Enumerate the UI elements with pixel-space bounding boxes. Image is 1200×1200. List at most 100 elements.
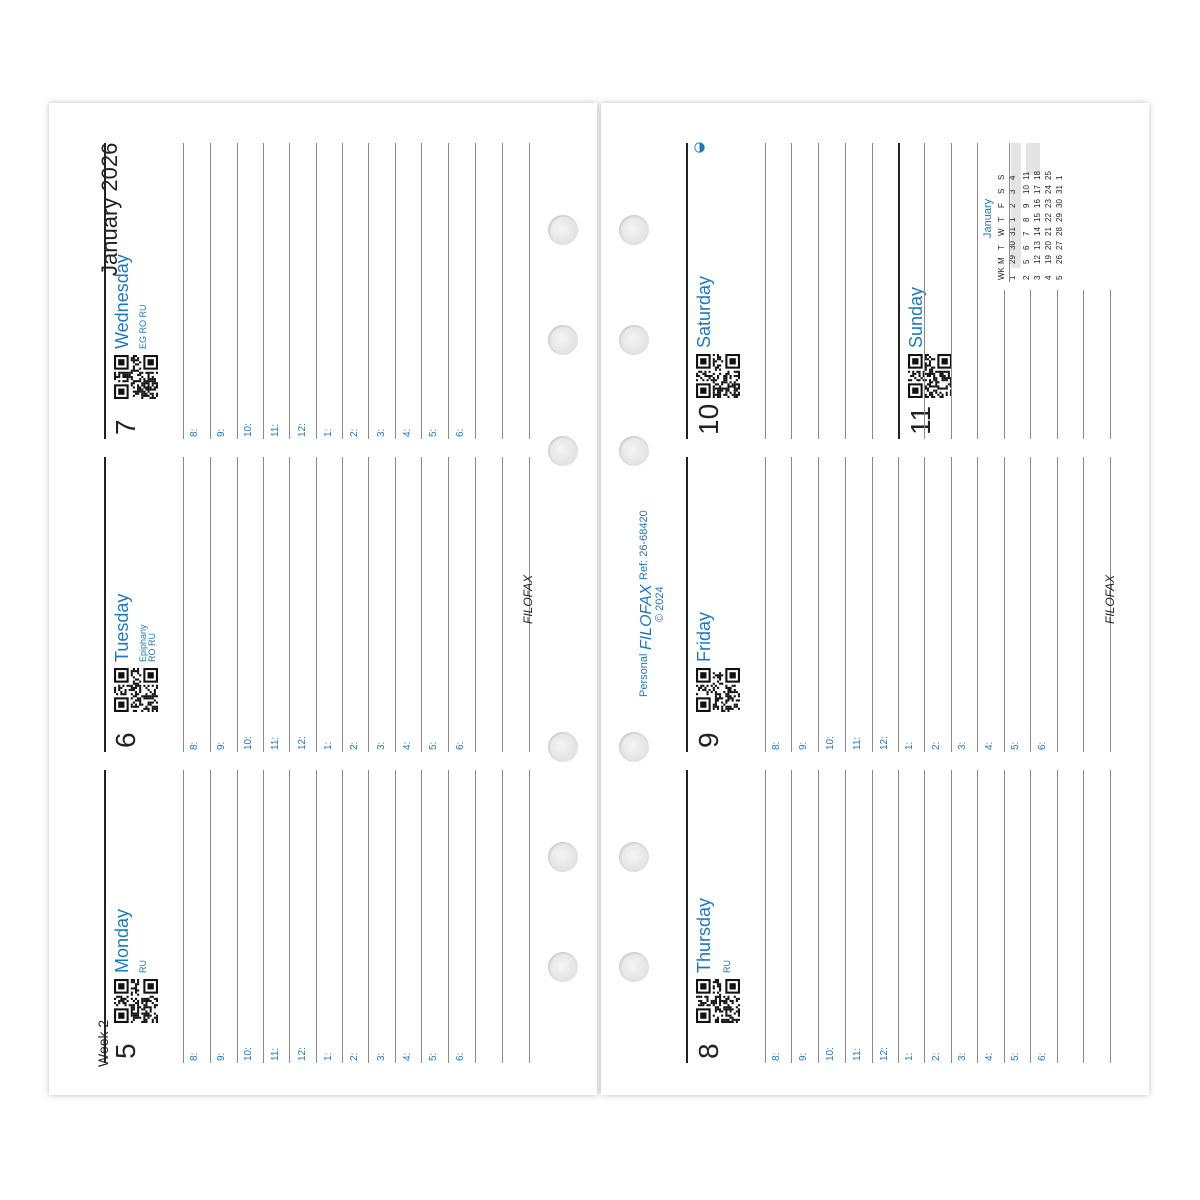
- hour-label[interactable]: 4:: [402, 741, 413, 750]
- hour-label[interactable]: 12:: [297, 423, 308, 437]
- hour-label[interactable]: 3:: [376, 741, 387, 750]
- hour-label[interactable]: 11:: [270, 736, 281, 750]
- hour-label[interactable]: 12:: [879, 1047, 890, 1061]
- hour-label[interactable]: 12:: [879, 736, 890, 750]
- hour-label[interactable]: 9:: [216, 741, 227, 750]
- mini-calendar-cell[interactable]: 19: [1044, 255, 1053, 264]
- write-line: [1057, 457, 1058, 752]
- hour-label[interactable]: 8:: [189, 741, 200, 750]
- mini-calendar-cell[interactable]: 16: [1033, 199, 1042, 208]
- mini-calendar-cell[interactable]: 12: [1033, 255, 1042, 264]
- mini-calendar-cell[interactable]: 3: [1008, 189, 1017, 194]
- mini-calendar-cell[interactable]: 20: [1044, 241, 1053, 250]
- hour-label[interactable]: 2:: [349, 428, 360, 437]
- hour-label[interactable]: 8:: [771, 741, 782, 750]
- mini-calendar-cell[interactable]: 27: [1055, 241, 1064, 250]
- punch-hole: [619, 732, 649, 762]
- hour-label[interactable]: 4:: [402, 428, 413, 437]
- mini-calendar-cell[interactable]: 1: [1008, 275, 1017, 280]
- hour-label[interactable]: 8:: [771, 1052, 782, 1061]
- mini-calendar-cell[interactable]: 31: [1008, 227, 1017, 236]
- mini-calendar-cell[interactable]: 21: [1044, 227, 1053, 236]
- filofax-footer-logo: FILOFAX: [1103, 574, 1117, 624]
- hour-label[interactable]: 11:: [852, 736, 863, 750]
- mini-calendar-cell[interactable]: 4: [1008, 175, 1017, 180]
- mini-calendar-cell[interactable]: 26: [1055, 255, 1064, 264]
- mini-calendar-cell[interactable]: 4: [1044, 275, 1053, 280]
- hour-label[interactable]: 9:: [216, 428, 227, 437]
- mini-calendar-cell[interactable]: 11: [1022, 171, 1031, 180]
- mini-calendar-cell[interactable]: 6: [1022, 245, 1031, 250]
- hour-label[interactable]: 3:: [376, 1052, 387, 1061]
- hour-label[interactable]: 3:: [376, 428, 387, 437]
- hour-label[interactable]: 10:: [825, 736, 836, 750]
- mini-calendar-cell[interactable]: 9: [1022, 203, 1031, 208]
- hour-label[interactable]: 8:: [189, 1052, 200, 1061]
- mini-calendar-cell[interactable]: 7: [1022, 231, 1031, 236]
- mini-calendar-cell[interactable]: 24: [1044, 185, 1053, 194]
- mini-calendar-cell[interactable]: 23: [1044, 199, 1053, 208]
- hour-label[interactable]: 11:: [270, 423, 281, 437]
- hour-label[interactable]: 5:: [428, 741, 439, 750]
- mini-calendar-cell[interactable]: 1: [1055, 175, 1064, 180]
- hour-label[interactable]: 1:: [323, 1052, 334, 1061]
- hour-label[interactable]: 5:: [1010, 741, 1021, 750]
- hour-label[interactable]: 5:: [428, 428, 439, 437]
- mini-calendar-cell[interactable]: 28: [1055, 227, 1064, 236]
- hour-label[interactable]: 6:: [455, 741, 466, 750]
- write-line: [475, 143, 476, 439]
- mini-calendar-cell[interactable]: 14: [1033, 227, 1042, 236]
- mini-calendar-cell[interactable]: 22: [1044, 213, 1053, 222]
- mini-calendar-cell[interactable]: 15: [1033, 213, 1042, 222]
- hour-label[interactable]: 8:: [189, 428, 200, 437]
- mini-calendar-cell[interactable]: 30: [1055, 199, 1064, 208]
- hour-label[interactable]: 2:: [349, 1052, 360, 1061]
- hour-label[interactable]: 10:: [243, 423, 254, 437]
- mini-calendar-cell[interactable]: 25: [1044, 171, 1053, 180]
- hour-label[interactable]: 2:: [931, 741, 942, 750]
- mini-calendar-cell[interactable]: 17: [1033, 185, 1042, 194]
- hour-label[interactable]: 6:: [1037, 1052, 1048, 1061]
- mini-calendar-cell[interactable]: 8: [1022, 217, 1031, 222]
- hour-label[interactable]: 11:: [270, 1047, 281, 1061]
- mini-calendar-cell[interactable]: 29: [1008, 255, 1017, 264]
- hour-label[interactable]: 1:: [904, 741, 915, 750]
- hour-label[interactable]: 4:: [984, 741, 995, 750]
- hour-label[interactable]: 1:: [323, 741, 334, 750]
- write-line: [845, 457, 846, 752]
- mini-calendar-cell[interactable]: 30: [1008, 241, 1017, 250]
- mini-calendar-cell[interactable]: 13: [1033, 241, 1042, 250]
- hour-label[interactable]: 5:: [1010, 1052, 1021, 1061]
- mini-calendar-cell[interactable]: 5: [1022, 259, 1031, 264]
- hour-label[interactable]: 2:: [349, 741, 360, 750]
- hour-label[interactable]: 12:: [297, 1047, 308, 1061]
- hour-label[interactable]: 9:: [798, 741, 809, 750]
- hour-label[interactable]: 3:: [957, 1052, 968, 1061]
- hour-label[interactable]: 1:: [323, 428, 334, 437]
- hour-label[interactable]: 9:: [798, 1052, 809, 1061]
- hour-label[interactable]: 10:: [243, 736, 254, 750]
- hour-label[interactable]: 10:: [825, 1047, 836, 1061]
- hour-label[interactable]: 10:: [243, 1047, 254, 1061]
- hour-label[interactable]: 2:: [931, 1052, 942, 1061]
- mini-calendar-cell[interactable]: 2: [1022, 275, 1031, 280]
- hour-label[interactable]: 6:: [455, 1052, 466, 1061]
- mini-calendar-cell[interactable]: 29: [1055, 213, 1064, 222]
- hour-label[interactable]: 5:: [428, 1052, 439, 1061]
- hour-label[interactable]: 4:: [984, 1052, 995, 1061]
- hour-label[interactable]: 12:: [297, 736, 308, 750]
- mini-calendar-cell[interactable]: 10: [1022, 185, 1031, 194]
- mini-calendar-cell[interactable]: 2: [1008, 203, 1017, 208]
- hour-label[interactable]: 6:: [1037, 741, 1048, 750]
- mini-calendar-cell[interactable]: 1: [1008, 217, 1017, 222]
- mini-calendar-cell[interactable]: 18: [1033, 171, 1042, 180]
- hour-label[interactable]: 4:: [402, 1052, 413, 1061]
- hour-label[interactable]: 1:: [904, 1052, 915, 1061]
- mini-calendar-cell[interactable]: 5: [1055, 275, 1064, 280]
- hour-label[interactable]: 3:: [957, 741, 968, 750]
- hour-label[interactable]: 6:: [455, 428, 466, 437]
- mini-calendar-cell[interactable]: 31: [1055, 185, 1064, 194]
- hour-label[interactable]: 9:: [216, 1052, 227, 1061]
- mini-calendar-cell[interactable]: 3: [1033, 275, 1042, 280]
- hour-label[interactable]: 11:: [852, 1047, 863, 1061]
